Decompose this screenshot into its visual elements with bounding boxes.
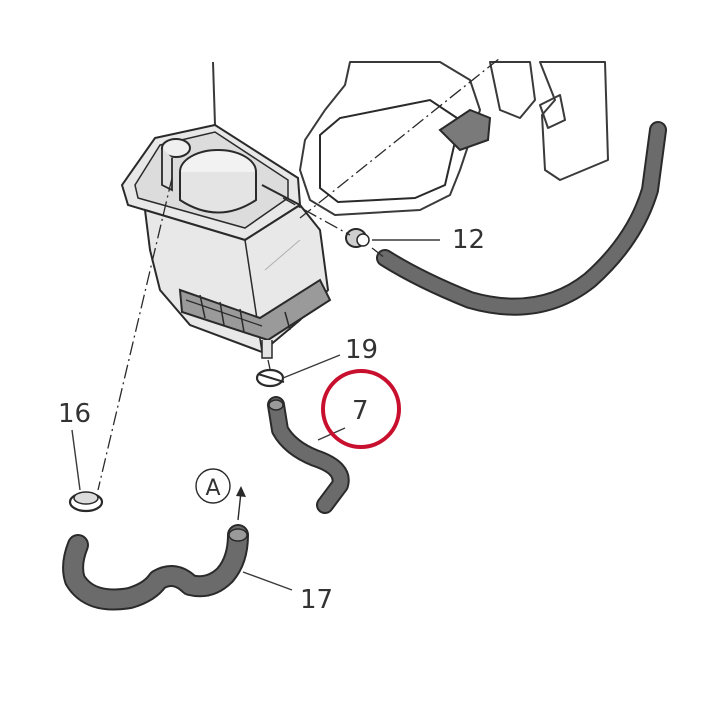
callout-7: 7	[352, 396, 369, 426]
callout-12: 12	[452, 225, 485, 255]
callout-17: 17	[300, 585, 333, 615]
coolant-reservoir	[120, 61, 332, 359]
leader-lines	[71, 239, 440, 591]
view-a-marker: A	[195, 468, 246, 521]
connector-12	[345, 228, 370, 248]
mounting-bracket	[299, 61, 609, 216]
highlight-circle	[321, 369, 401, 449]
upper-hose	[376, 121, 667, 316]
view-a-label: A	[205, 476, 220, 501]
callout-16: 16	[58, 399, 91, 429]
hose-7	[267, 396, 350, 514]
hose-17	[62, 524, 249, 611]
clamp-16	[68, 491, 104, 513]
clamp-19	[255, 368, 285, 388]
callout-19: 19	[345, 335, 378, 365]
